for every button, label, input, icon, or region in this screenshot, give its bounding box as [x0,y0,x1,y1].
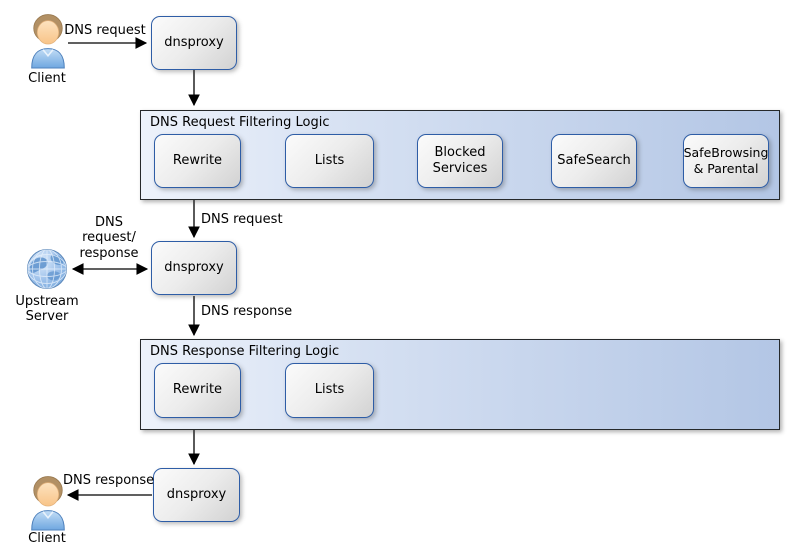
edge-label-dns-request-top: DNS request [64,23,146,38]
edge-label-upstream-link: DNS request/ response [79,215,139,261]
step-lists-2: Lists [285,363,374,418]
client-bottom-label: Client [28,531,66,546]
step-label: SafeBrowsing & Parental [683,145,769,176]
step-label: Lists [314,152,345,168]
user-icon [26,12,70,69]
container-title: DNS Request Filtering Logic [150,115,330,130]
upstream-server-label: Upstream Server [15,294,79,325]
step-label: SafeSearch [557,152,631,168]
client-top-label: Client [28,71,66,86]
edge-label-dns-response-bottom: DNS response [63,473,155,488]
step-label: Blocked Services [432,144,488,176]
node-dnsproxy-top: dnsproxy [151,16,237,70]
user-icon [26,474,70,531]
step-label: Rewrite [172,152,223,168]
container-title: DNS Response Filtering Logic [150,344,340,359]
container-dns-response-filtering: DNS Response Filtering Logic Rewrite Lis… [140,339,780,430]
dnsproxy-mid-label: dnsproxy [164,259,224,275]
step-rewrite-2: Rewrite [154,363,241,418]
container-dns-request-filtering: DNS Request Filtering Logic Rewrite List… [140,110,780,200]
step-safebrowsing-parental: SafeBrowsing & Parental [683,134,769,188]
step-safesearch: SafeSearch [551,134,637,188]
dnsproxy-bottom-label: dnsproxy [166,486,227,502]
globe-icon [26,248,68,290]
step-label: Rewrite [172,382,223,398]
node-dnsproxy-bottom: dnsproxy [153,468,240,522]
step-rewrite: Rewrite [154,134,241,188]
step-lists: Lists [285,134,374,188]
node-dnsproxy-mid: dnsproxy [151,241,237,295]
edge-label-dns-request-mid: DNS request [201,212,283,227]
step-blocked-services: Blocked Services [417,134,503,188]
step-label: Lists [314,382,345,398]
dnsproxy-top-label: dnsproxy [164,34,224,50]
edge-label-dns-response-mid: DNS response [201,304,293,319]
